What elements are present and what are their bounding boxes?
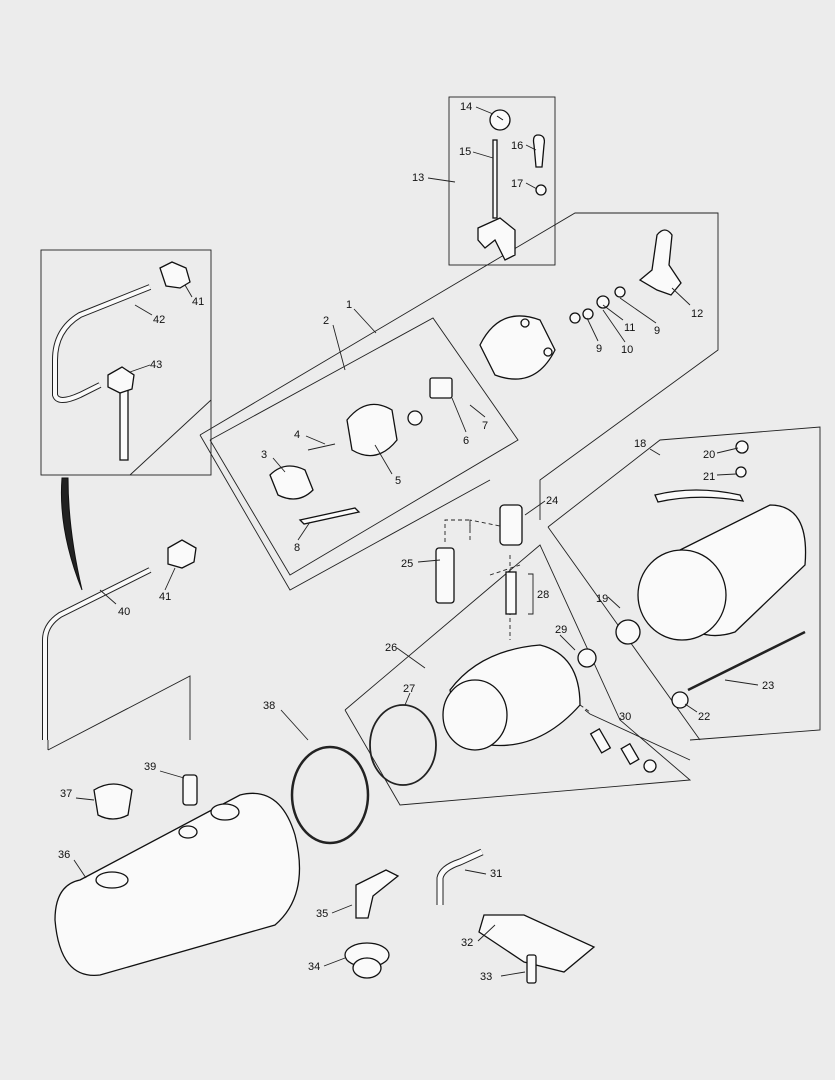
callout-18: 18 <box>634 438 646 450</box>
callout-8: 8 <box>294 542 300 554</box>
callout-19: 19 <box>596 593 608 605</box>
part-linkage <box>569 229 682 324</box>
callout-35: 35 <box>316 908 328 920</box>
callout-34: 34 <box>308 961 320 973</box>
callout-40: 40 <box>118 606 130 618</box>
callout-22: 22 <box>698 711 710 723</box>
part-shift-lever <box>477 109 547 261</box>
callout-10: 10 <box>621 344 633 356</box>
callout-43: 43 <box>150 359 162 371</box>
callout-4: 4 <box>294 429 300 441</box>
callouts: 1 2 3 4 5 6 7 8 9 10 11 9 12 13 14 15 16… <box>58 101 774 983</box>
callout-26: 26 <box>385 642 397 654</box>
callout-27: 27 <box>403 683 415 695</box>
callout-5: 5 <box>395 475 401 487</box>
part-hose-40 <box>42 477 197 740</box>
callout-2: 2 <box>323 315 329 327</box>
callout-6: 6 <box>463 435 469 447</box>
callout-30: 30 <box>619 711 631 723</box>
part-tube-assembly <box>52 261 191 461</box>
part-lower-fittings <box>344 848 596 984</box>
callout-29: 29 <box>555 624 567 636</box>
callout-15: 15 <box>459 146 471 158</box>
callout-33: 33 <box>480 971 492 983</box>
callout-17: 17 <box>511 178 523 190</box>
callout-11: 11 <box>624 322 635 334</box>
callout-21: 21 <box>703 471 715 483</box>
callout-24: 24 <box>546 495 558 507</box>
callout-31: 31 <box>490 868 502 880</box>
callout-14: 14 <box>460 101 472 113</box>
callout-38: 38 <box>263 700 275 712</box>
callout-41b: 41 <box>159 591 171 603</box>
callout-12: 12 <box>691 308 703 320</box>
callout-9b: 9 <box>654 325 660 337</box>
part-fittings-24-25 <box>435 504 523 615</box>
callout-41a: 41 <box>192 296 204 308</box>
callout-16: 16 <box>511 140 523 152</box>
part-valve-body <box>269 315 556 525</box>
callout-1: 1 <box>346 299 352 311</box>
callout-13: 13 <box>412 172 424 184</box>
callout-3: 3 <box>261 449 267 461</box>
part-tank <box>54 745 370 976</box>
callout-25: 25 <box>401 558 413 570</box>
callout-42: 42 <box>153 314 165 326</box>
part-motor <box>615 440 807 709</box>
callout-37: 37 <box>60 788 72 800</box>
callout-23: 23 <box>762 680 774 692</box>
callout-32: 32 <box>461 937 473 949</box>
leader-lines <box>73 106 759 977</box>
callout-28: 28 <box>537 589 549 601</box>
callout-9a: 9 <box>596 343 602 355</box>
callout-39: 39 <box>144 761 156 773</box>
callout-20: 20 <box>703 449 715 461</box>
part-pump <box>369 644 657 786</box>
callout-7: 7 <box>482 420 488 432</box>
callout-36: 36 <box>58 849 70 861</box>
